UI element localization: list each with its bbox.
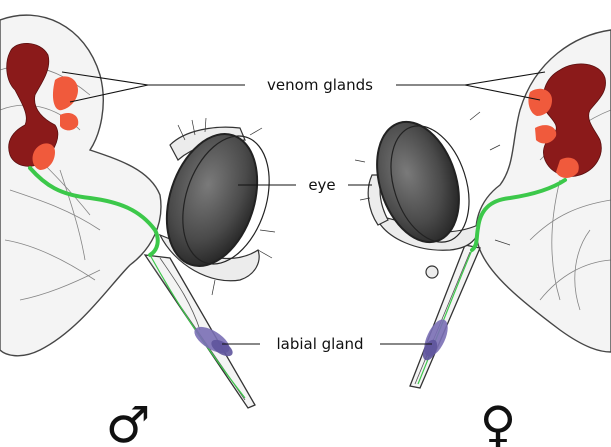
male-symbol: ♂: [106, 396, 151, 447]
venom-glands-label: venom glands: [267, 76, 373, 94]
female-symbol: ♀: [480, 396, 517, 447]
labial-gland-label: labial gland: [276, 335, 363, 353]
female-specimen: [355, 30, 611, 388]
male-specimen: [0, 15, 284, 408]
eye-label: eye: [308, 176, 335, 194]
